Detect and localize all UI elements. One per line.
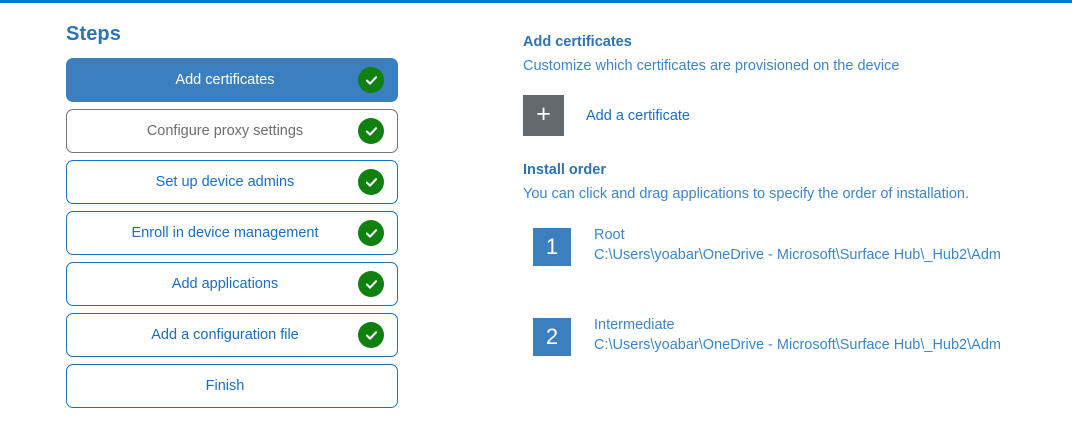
detail-heading: Add certificates <box>523 34 632 50</box>
step-item-label: Add applications <box>171 276 279 292</box>
install-order-path: C:\Users\yoabar\OneDrive - Microsoft\Sur… <box>594 247 1001 263</box>
step-item-label: Add a configuration file <box>151 327 299 343</box>
install-order-heading: Install order <box>523 162 606 178</box>
check-circle-icon <box>358 118 384 144</box>
detail-subheading: Customize which certificates are provisi… <box>523 58 900 74</box>
step-item-3[interactable]: Enroll in device management <box>66 211 398 255</box>
install-order-description: You can click and drag applications to s… <box>523 186 970 202</box>
install-order-number: 2 <box>533 318 571 356</box>
check-circle-icon <box>358 169 384 195</box>
install-order-path: C:\Users\yoabar\OneDrive - Microsoft\Sur… <box>594 337 1001 353</box>
install-order-name: Intermediate <box>594 317 675 333</box>
step-item-5[interactable]: Add a configuration file <box>66 313 398 357</box>
plus-icon[interactable]: + <box>523 95 564 136</box>
add-certificate-button[interactable]: + Add a certificate <box>523 95 723 136</box>
plus-glyph: + <box>536 100 551 128</box>
step-item-4[interactable]: Add applications <box>66 262 398 306</box>
step-item-label: Finish <box>205 378 245 394</box>
step-item-1[interactable]: Configure proxy settings <box>66 109 398 153</box>
check-circle-icon <box>358 220 384 246</box>
step-item-0[interactable]: Add certificates <box>66 58 398 102</box>
step-item-label: Configure proxy settings <box>146 123 304 139</box>
check-circle-icon <box>358 322 384 348</box>
step-item-2[interactable]: Set up device admins <box>66 160 398 204</box>
install-order-name: Root <box>594 227 625 243</box>
step-item-label: Set up device admins <box>155 174 295 190</box>
steps-heading: Steps <box>66 23 121 45</box>
check-circle-icon <box>358 67 384 93</box>
step-item-6[interactable]: Finish <box>66 364 398 408</box>
detail-panel: Add certificates Customize which certifi… <box>523 3 1072 443</box>
add-certificate-label: Add a certificate <box>586 107 690 124</box>
step-item-label: Enroll in device management <box>131 225 319 241</box>
step-item-label: Add certificates <box>175 72 275 88</box>
check-circle-icon <box>358 271 384 297</box>
install-order-number: 1 <box>533 228 571 266</box>
top-accent-rule <box>0 0 1072 3</box>
